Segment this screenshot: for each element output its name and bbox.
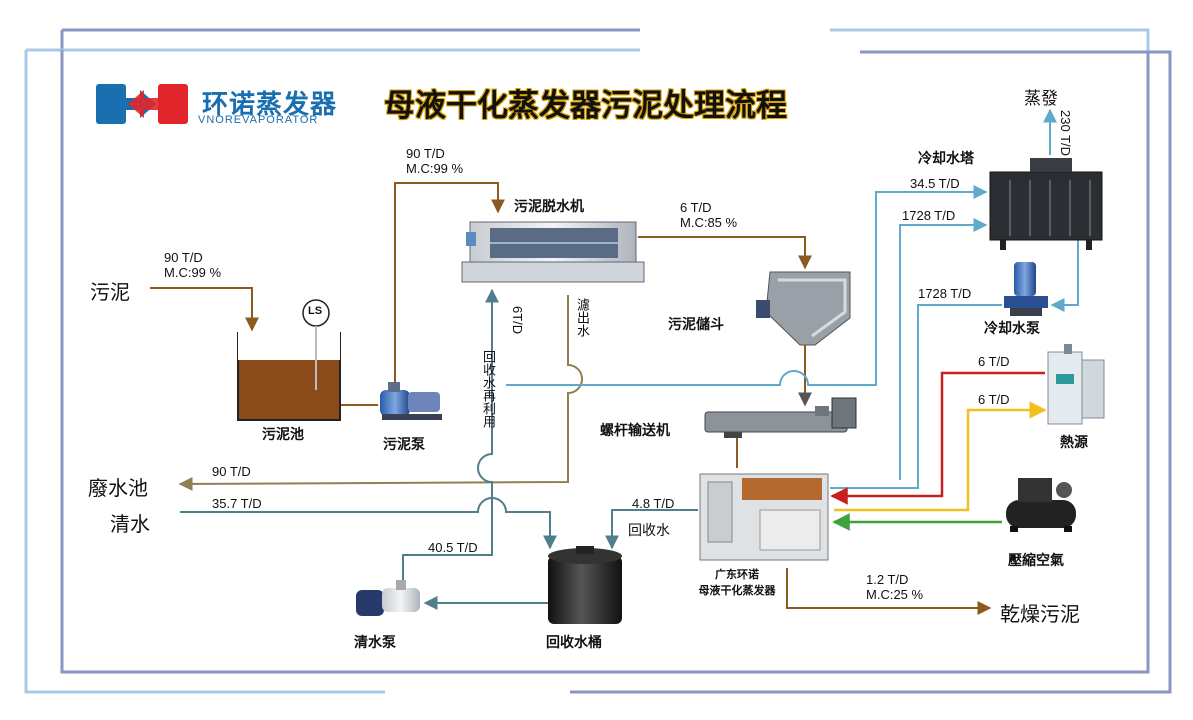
level-switch-label: LS [308,305,323,317]
sludge-pump [380,382,442,420]
dewatered-rate: 6 T/D [680,200,712,215]
cooling-pump [1004,262,1048,316]
screw-conveyor-label: 螺杆输送机 [600,423,670,439]
screw-conveyor [704,397,857,438]
cooling-pump-label: 冷却水泵 [984,321,1040,337]
evaporation-label: 蒸發 [1024,89,1058,109]
tower-loop-rate: 1728 T/D [902,208,956,223]
pump-out-rate: 90 T/D [406,146,445,161]
dewatering-machine-label: 污泥脱水机 [514,199,584,215]
dry-moisture: M.C:25 % [866,587,924,602]
filtrate-label: 濾出水 [574,298,589,337]
brand-subtitle: VNOREVAPORATOR [198,114,319,126]
transfer-lines [736,345,812,468]
air-compressor-label: 壓縮空氣 [1008,553,1064,569]
sludge-in-rate: 90 T/D [164,250,203,265]
pump-out-moisture: M.C:99 % [406,161,464,176]
sludge-hopper-label: 污泥儲斗 [668,317,724,333]
heat-lines [830,371,1047,531]
decorative-frame [24,28,1172,694]
sludge-input-label: 污泥 [90,280,130,304]
sludge-tank [237,299,341,421]
logo-mark [96,84,188,124]
heat-supply-rate: 6 T/D [978,354,1010,369]
sludge-hopper [756,271,851,346]
dry-sludge-label: 乾燥污泥 [1000,602,1080,626]
clean-pump-rate: 40.5 T/D [428,540,478,555]
heat-source [1047,344,1105,425]
recycle-rate: 6T/D [510,306,525,335]
dewatering-machine [461,221,645,283]
clean-pump-label: 清水泵 [354,635,396,651]
dewatered-moisture: M.C:85 % [680,215,738,230]
evaporator [699,473,829,561]
cooling-tower-label: 冷却水塔 [918,151,974,167]
page-title: 母液干化蒸发器污泥处理流程 [384,88,787,124]
pump-loop-rate: 1728 T/D [918,286,972,301]
air-compressor [1006,478,1076,532]
heat-return-rate: 6 T/D [978,392,1010,407]
waste-line [178,295,583,491]
cooling-tower [989,158,1103,250]
recycled-water-label: 回收水再利用 [480,350,495,428]
waste-rate: 90 T/D [212,464,251,479]
sludge-in-moisture: M.C:99 % [164,265,222,280]
sludge-tank-label: 污泥池 [262,427,304,443]
waste-pool-label: 廢水池 [88,476,148,500]
evaporation-rate: 230 T/D [1058,110,1073,157]
heat-source-label: 熱源 [1060,435,1088,451]
water-lines [180,288,698,610]
recovery-tank-label: 回收水桶 [546,635,602,651]
clean-pump [356,580,420,616]
cooling-lines [506,108,1079,489]
clean-water-label: 清水 [110,512,150,536]
evaporator-label: 广东环诺 母液干化蒸发器 [698,568,776,597]
tower-in-rate: 34.5 T/D [910,176,960,191]
recovered-water-label: 回收水 [628,523,670,539]
brand-name: 环诺蒸发器 [202,90,338,120]
clean-rate: 35.7 T/D [212,496,262,511]
dry-rate: 1.2 T/D [866,572,909,587]
sludge-pump-label: 污泥泵 [383,437,425,453]
sludge-lines [150,182,992,615]
recovered-rate: 4.8 T/D [632,496,675,511]
recovery-tank [548,546,622,624]
